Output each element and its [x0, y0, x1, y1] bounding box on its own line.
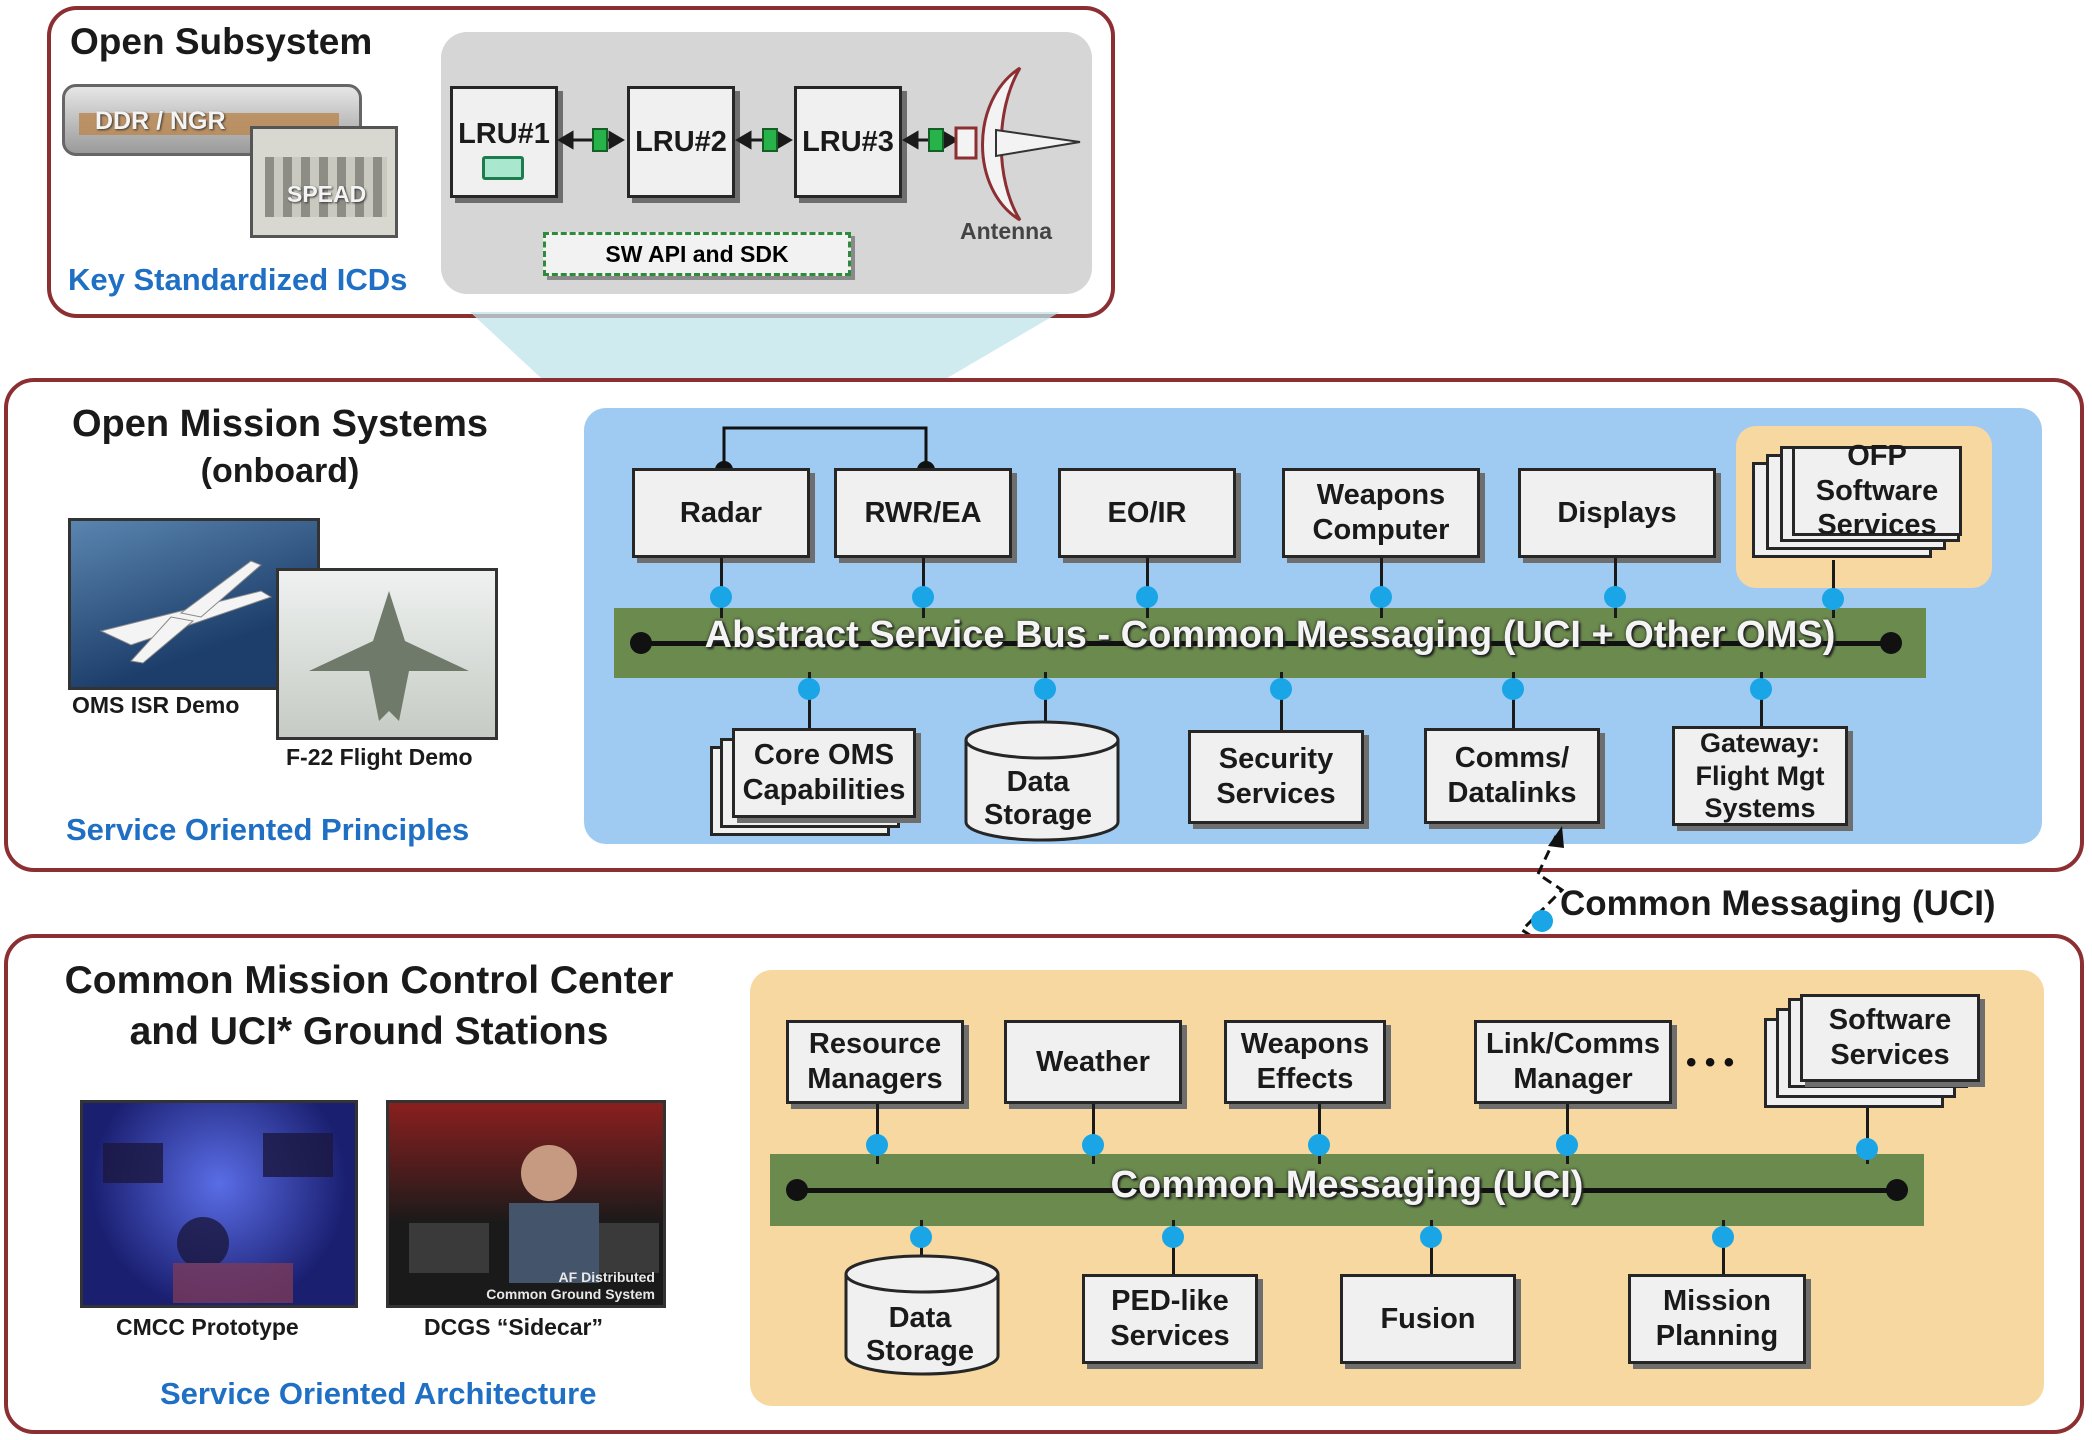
dcgs-overlay-text: AF Distributed Common Ground System: [486, 1269, 655, 1303]
uci-link-dot: [1531, 910, 1553, 932]
cmcc-title: Common Mission Control Center and UCI* G…: [64, 959, 674, 1053]
oms-title: Open Mission Systems (onboard): [71, 403, 488, 491]
dot-comms: [1502, 678, 1524, 700]
conn-core: [808, 672, 811, 730]
conn-gstorage: [920, 1220, 923, 1278]
key-icds-caption: Key Standardized ICDs: [68, 262, 408, 297]
spead-label: SPEAD: [287, 181, 367, 207]
dot-gstorage: [910, 1226, 932, 1248]
antenna-label: Antenna: [960, 218, 1052, 244]
dot-displays: [1604, 586, 1626, 608]
lru2-box: LRU#2: [627, 86, 735, 198]
abstract-bus-end-left: [630, 632, 652, 654]
dot-eoir: [1136, 586, 1158, 608]
core-oms-capabilities-box: Core OMS Capabilities: [732, 728, 916, 818]
abstract-bus-label: Abstract Service Bus - Common Messaging …: [704, 614, 1836, 656]
uci-link-label: Common Messaging (UCI): [1560, 884, 1996, 923]
dot-linkmgr: [1556, 1134, 1578, 1156]
conn-gateway: [1760, 672, 1763, 730]
dot-storage: [1034, 678, 1056, 700]
cmcc-prototype-caption: CMCC Prototype: [116, 1314, 299, 1340]
lru1-box: LRU#1: [450, 86, 558, 198]
dcgs-sidecar-caption: DCGS “Sidecar”: [424, 1314, 603, 1340]
ped-like-services-box: PED-like Services: [1082, 1274, 1258, 1364]
rwr-ea-box: RWR/EA: [834, 468, 1012, 558]
dot-fusion: [1420, 1226, 1442, 1248]
security-services-box: Security Services: [1188, 730, 1364, 824]
lru1-chip: [482, 156, 524, 180]
resource-managers-box: Resource Managers: [786, 1020, 964, 1104]
displays-box: Displays: [1518, 468, 1716, 558]
lru-links: [557, 128, 959, 152]
dot-mplan: [1712, 1226, 1734, 1248]
dot-radar: [710, 586, 732, 608]
software-services-box: Software Services: [1800, 994, 1980, 1082]
weapons-computer-box: Weapons Computer: [1282, 468, 1480, 558]
dot-weapons: [1370, 586, 1392, 608]
service-principles-caption: Service Oriented Principles: [66, 812, 470, 847]
dcgs-sidecar-photo: AF Distributed Common Ground System: [386, 1100, 666, 1308]
ddr-ngr-image: DDR / NGR: [62, 84, 362, 156]
fusion-box: Fusion: [1340, 1274, 1516, 1364]
f22-caption: F-22 Flight Demo: [286, 744, 473, 770]
soa-caption: Service Oriented Architecture: [160, 1376, 597, 1411]
ofp-software-services-box: OFP Software Services: [1792, 440, 1962, 541]
conn-storage: [1044, 672, 1047, 730]
ground-data-storage-cylinder: [844, 1254, 1000, 1376]
oms-data-storage-cylinder: [964, 720, 1120, 842]
dot-resource: [866, 1134, 888, 1156]
abstract-bus-line: [640, 641, 1892, 646]
oms-isr-caption: OMS ISR Demo: [72, 692, 240, 718]
cmcc-prototype-photo: [80, 1100, 358, 1308]
radar-rwr-link: [715, 426, 935, 479]
lru3-box: LRU#3: [794, 86, 902, 198]
common-bus-label: Common Messaging (UCI): [1110, 1164, 1584, 1206]
ddr-ngr-label: DDR / NGR: [95, 107, 226, 135]
dot-ped: [1162, 1226, 1184, 1248]
f22-photo: [276, 568, 498, 740]
dot-sw: [1856, 1138, 1878, 1160]
gateway-fms-box: Gateway: Flight Mgt Systems: [1672, 726, 1848, 826]
common-bus-end-left: [786, 1179, 808, 1201]
oms-data-storage-label: Data Storage: [984, 766, 1092, 832]
open-subsystem-title: Open Subsystem: [70, 21, 373, 62]
dot-gateway: [1750, 678, 1772, 700]
ellipsis: • • •: [1686, 1046, 1735, 1079]
dot-core: [798, 678, 820, 700]
conn-comms: [1512, 672, 1515, 730]
conn-sw: [1866, 1108, 1869, 1164]
mission-planning-box: Mission Planning: [1628, 1274, 1806, 1364]
sw-api-box: SW API and SDK: [543, 232, 851, 276]
dot-weather: [1082, 1134, 1104, 1156]
common-bus-line: [796, 1188, 1898, 1193]
ground-data-storage-label: Data Storage: [866, 1302, 974, 1368]
eo-ir-box: EO/IR: [1058, 468, 1236, 558]
dot-weffects: [1308, 1134, 1330, 1156]
radar-box: Radar: [632, 468, 810, 558]
weather-box: Weather: [1004, 1020, 1182, 1104]
comms-datalinks-box: Comms/ Datalinks: [1424, 728, 1600, 824]
dot-security: [1270, 678, 1292, 700]
dot-rwr: [912, 586, 934, 608]
conn-security: [1280, 672, 1283, 730]
link-comms-manager-box: Link/Comms Manager: [1474, 1020, 1672, 1104]
common-bus-end-right: [1886, 1179, 1908, 1201]
weapons-effects-box: Weapons Effects: [1224, 1020, 1386, 1104]
spead-image: SPEAD: [250, 126, 398, 238]
dot-ofp: [1822, 588, 1844, 610]
abstract-bus-end-right: [1880, 632, 1902, 654]
antenna-icon: [954, 66, 1081, 222]
